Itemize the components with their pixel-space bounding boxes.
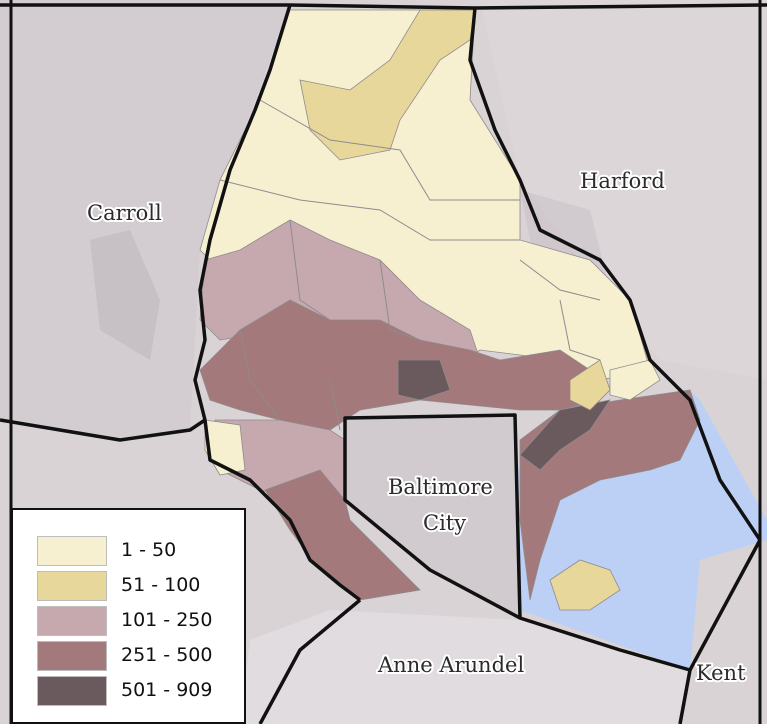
label-baltimore-city-2: City <box>423 511 466 535</box>
legend-swatch <box>37 606 107 636</box>
legend-label: 1 - 50 <box>121 539 177 561</box>
anne-arundel-area <box>240 610 690 724</box>
district-boundaries <box>219 99 601 431</box>
legend-label: 251 - 500 <box>121 644 213 666</box>
label-baltimore-city-1: Baltimore <box>388 475 493 499</box>
region-501-909-east <box>519 399 611 471</box>
legend-label: 101 - 250 <box>121 609 213 631</box>
region-51-100-southeast <box>549 559 621 611</box>
harford-county-area <box>480 0 767 380</box>
label-kent: Kent <box>696 661 746 685</box>
county-borders <box>0 3 767 724</box>
map-legend: 1 - 50 51 - 100 101 - 250 251 - 500 501 … <box>11 508 246 724</box>
carroll-county-area <box>0 0 290 440</box>
region-51-100-north <box>299 9 476 161</box>
region-501-909-central <box>397 359 451 401</box>
label-harford: Harford <box>580 169 665 193</box>
carroll-shade <box>90 230 160 360</box>
region-1-50-east <box>609 359 661 401</box>
label-carroll: Carroll <box>87 201 162 225</box>
legend-swatch <box>37 536 107 566</box>
baltimore-city-area <box>345 415 520 618</box>
legend-swatch <box>37 571 107 601</box>
legend-swatch <box>37 641 107 671</box>
legend-label: 51 - 100 <box>121 574 201 596</box>
label-anne-arundel: Anne Arundel <box>377 653 524 677</box>
legend-swatch <box>37 676 107 706</box>
region-51-100-east <box>569 359 611 411</box>
legend-label: 501 - 909 <box>121 679 213 701</box>
